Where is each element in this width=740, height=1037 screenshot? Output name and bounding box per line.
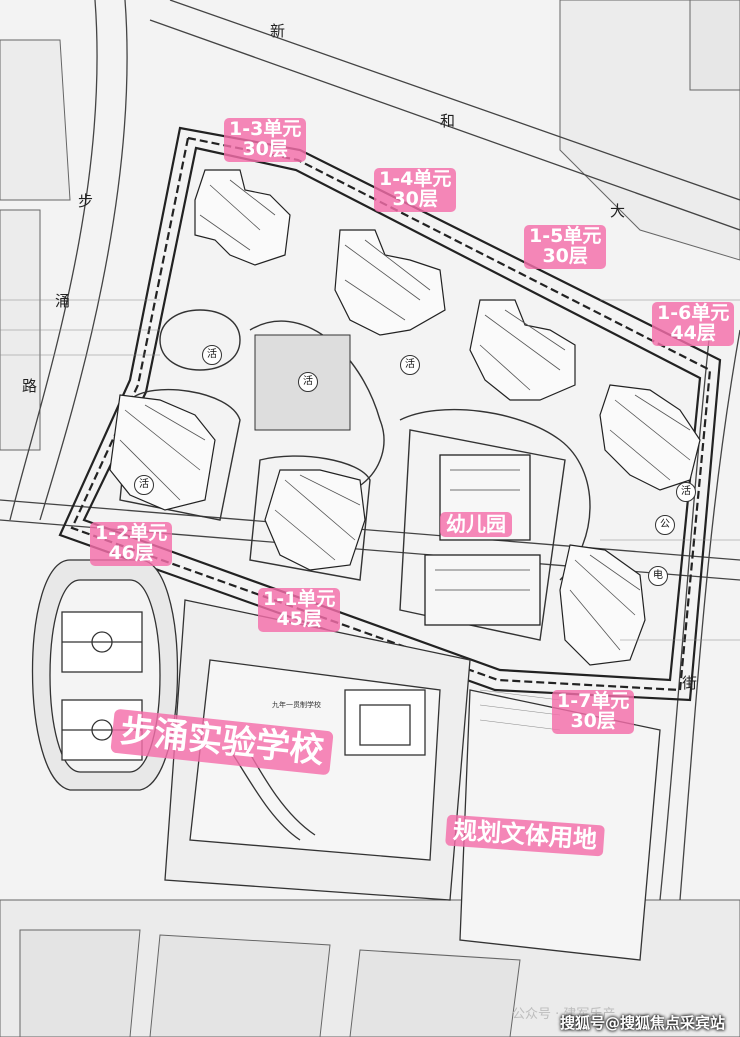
unit-name: 1-4单元: [379, 168, 452, 190]
unit-name: 1-3单元: [229, 118, 302, 140]
unit-floors: 44层: [670, 321, 716, 344]
road-name-north-2: 和: [440, 112, 456, 130]
activity-marker: 活: [134, 475, 154, 495]
activity-marker: 活: [676, 482, 696, 502]
activity-marker: 活: [202, 345, 222, 365]
activity-marker: 活: [400, 355, 420, 375]
unit-label-1-3: 1-3单元 30层: [224, 118, 307, 162]
unit-floors: 30层: [570, 709, 616, 732]
road-name-east-1: 街: [682, 674, 698, 692]
unit-label-1-4: 1-4单元 30层: [374, 168, 457, 212]
public-marker: 公: [655, 515, 675, 535]
unit-floors: 30层: [242, 137, 288, 160]
activity-marker: 活: [298, 372, 318, 392]
unit-name: 1-2单元: [95, 522, 168, 544]
unit-name: 1-6单元: [657, 302, 730, 324]
unit-floors: 30层: [392, 187, 438, 210]
road-name-north-1: 新: [270, 22, 286, 40]
unit-floors: 45层: [276, 607, 322, 630]
unit-name: 1-1单元: [263, 588, 336, 610]
road-name-north-3: 大: [610, 202, 626, 220]
road-name-west-2: 涌: [55, 292, 71, 310]
power-marker: 电: [648, 566, 668, 586]
unit-label-1-1: 1-1单元 45层: [258, 588, 341, 632]
unit-label-1-5: 1-5单元 30层: [524, 225, 607, 269]
road-name-west-3: 路: [22, 377, 38, 395]
kindergarten-label: 幼儿园: [440, 512, 512, 537]
unit-label-1-2: 1-2单元 46层: [90, 522, 173, 566]
unit-floors: 30层: [542, 244, 588, 267]
road-name-west-1: 步: [78, 192, 94, 210]
unit-label-1-7: 1-7单元 30层: [552, 690, 635, 734]
watermark-text: 公众号 · 建军乐产: [512, 1007, 616, 1022]
unit-name: 1-5单元: [529, 225, 602, 247]
source-credit: 搜狐号@搜狐焦点采宾站: [560, 1014, 726, 1032]
school-plan-label: 九年一贯制学校: [272, 701, 321, 709]
unit-floors: 46层: [108, 541, 154, 564]
unit-name: 1-7单元: [557, 690, 630, 712]
unit-label-1-6: 1-6单元 44层: [652, 302, 735, 346]
